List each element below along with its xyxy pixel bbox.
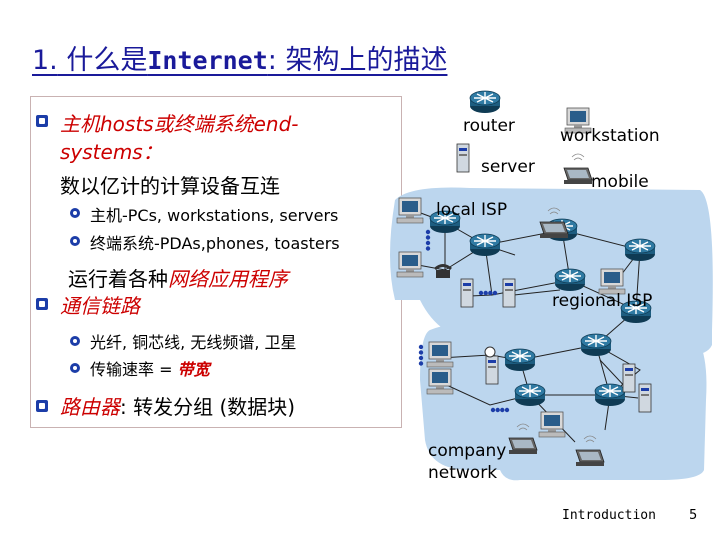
router-icon <box>554 268 586 292</box>
satellite-dish-icon <box>484 346 496 358</box>
legend-router-label: router <box>463 116 515 136</box>
apps-line: 运行着各种网络应用程序 <box>68 267 288 291</box>
sub-bullet-icon <box>70 336 80 346</box>
bullet-icon <box>36 298 48 310</box>
router-icon <box>469 233 501 257</box>
workstation-icon <box>426 368 454 395</box>
legend-server-icon <box>456 143 470 173</box>
router-heading: 路由器: 转发分组 (数据块) <box>60 395 296 419</box>
company-network-label-line2: network <box>428 463 498 483</box>
hosts-subitem-1: 主机-PCs, workstations, servers <box>90 206 339 225</box>
server-icon <box>460 278 474 308</box>
legend-server-label: server <box>481 157 535 177</box>
hosts-subitem-2: 终端系统-PDAs,phones, toasters <box>90 234 340 253</box>
local-isp-label: local ISP <box>436 200 508 220</box>
workstation-icon <box>396 251 424 278</box>
router-icon <box>624 238 656 262</box>
router-icon <box>514 383 546 407</box>
sub-bullet-icon <box>70 236 80 246</box>
server-icon <box>622 363 636 393</box>
router-icon <box>504 348 536 372</box>
legend-router-icon <box>469 90 501 114</box>
legend-workstation-label: workstation <box>560 126 660 146</box>
base-station-icon <box>538 411 566 438</box>
page-number: 5 <box>689 508 698 523</box>
server-icon <box>485 355 499 385</box>
hosts-heading-line1: 主机hosts或终端系统end- <box>60 112 299 136</box>
workstation-icon <box>396 197 424 224</box>
links-heading: 通信链路 <box>60 294 140 318</box>
server-icon <box>502 278 516 308</box>
bullet-icon <box>36 400 48 412</box>
hosts-heading-line2: systems： <box>60 140 163 164</box>
workstation-icon <box>426 341 454 368</box>
links-subitem-2: 传输速率 = 带宽 <box>90 360 210 379</box>
text-panel <box>30 96 402 428</box>
legend-mobile-label: mobile <box>591 172 649 192</box>
sub-bullet-icon <box>70 363 80 373</box>
page-title: 1. 什么是Internet: 架构上的描述 <box>32 45 448 76</box>
sub-bullet-icon <box>70 208 80 218</box>
company-network-label-line1: company <box>428 441 507 461</box>
router-icon <box>594 383 626 407</box>
hosts-description: 数以亿计的计算设备互连 <box>60 174 280 198</box>
links-subitem-1: 光纤, 铜芯线, 无线频谱, 卫星 <box>90 333 297 352</box>
footer-title: Introduction <box>562 508 656 523</box>
router-icon <box>580 333 612 357</box>
regional-isp-label: regional ISP <box>552 291 653 311</box>
legend-mobile-icon <box>563 153 593 185</box>
bullet-icon <box>36 115 48 127</box>
server-icon <box>638 383 652 413</box>
